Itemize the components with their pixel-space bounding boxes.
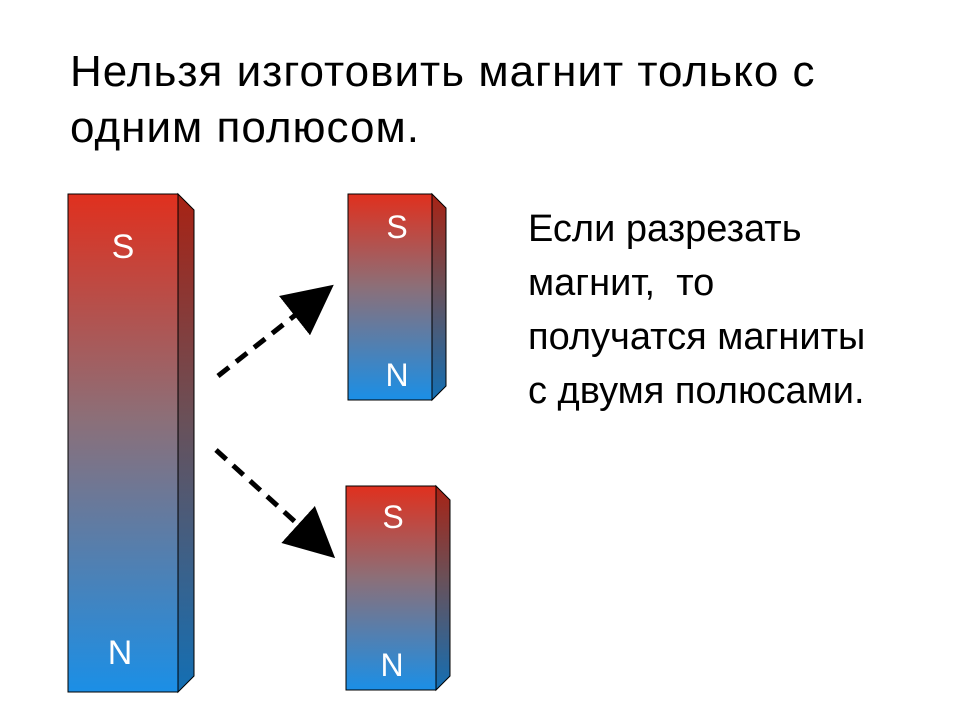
- title-line-2: одним полюсом.: [70, 103, 420, 152]
- upper-magnet-side: [431, 192, 447, 402]
- lower-magnet-body: [345, 485, 437, 691]
- upper-magnet-south-label: S: [386, 209, 407, 245]
- lower-magnet: S N: [345, 484, 451, 692]
- upper-magnet-body: [347, 193, 433, 401]
- large-magnet-body: [67, 193, 179, 693]
- upper-magnet: S N: [347, 192, 447, 402]
- caption: Если разрезать магнит, то получатся магн…: [528, 202, 928, 418]
- large-magnet-side: [177, 192, 195, 694]
- lower-magnet-south-label: S: [382, 499, 403, 535]
- large-magnet-south-label: S: [112, 228, 135, 266]
- caption-line-1: Если разрезать: [528, 208, 802, 250]
- arrow-to-lower-magnet: [214, 448, 336, 559]
- lower-magnet-side: [435, 484, 451, 692]
- caption-line-4: с двумя полюсами.: [528, 370, 865, 412]
- large-magnet-north-label: N: [108, 634, 133, 672]
- lower-magnet-north-label: N: [380, 647, 403, 683]
- arrow-to-upper-magnet: [216, 284, 334, 378]
- caption-line-2: магнит, то: [528, 262, 715, 304]
- large-magnet: S N: [67, 192, 195, 694]
- caption-line-3: получатся магниты: [528, 316, 866, 358]
- title: Нельзя изготовить магнит только с одним …: [70, 44, 930, 156]
- upper-magnet-north-label: N: [385, 357, 408, 393]
- title-line-1: Нельзя изготовить магнит только с: [70, 47, 816, 96]
